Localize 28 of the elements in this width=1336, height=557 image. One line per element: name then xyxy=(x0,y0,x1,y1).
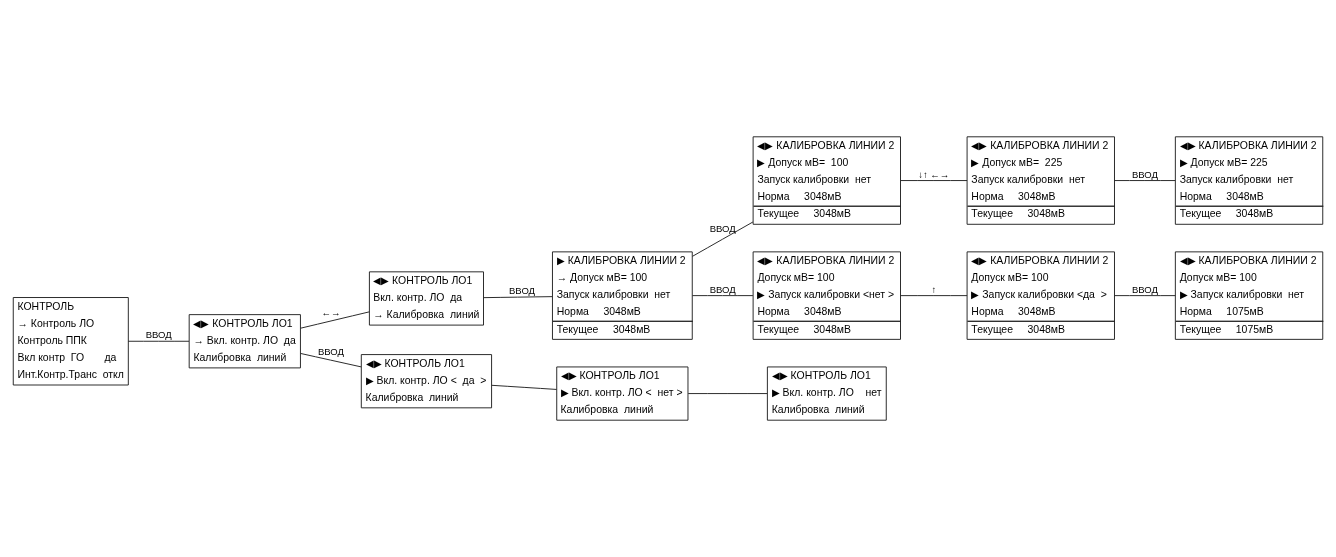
node-box: ◀▶ КОНТРОЛЬ ЛО1 ▶ Вкл. контр. ЛО < да > Калибровка линий xyxy=(360,354,493,409)
edge-label: ВВОД xyxy=(509,284,536,296)
connector xyxy=(1114,180,1176,182)
node-box: ◀▶ КОНТРОЛЬ ЛО1 ▶ Вкл. контр. ЛО нет Калибровка линий xyxy=(766,366,887,421)
edge-label: ВВОД xyxy=(1131,168,1158,180)
connector xyxy=(900,295,968,297)
node-box: ◀▶ КОНТРОЛЬ ЛО1 → Вкл. контр. ЛО да Калибровка линий xyxy=(188,314,301,369)
node-box: ◀▶ КОНТРОЛЬ ЛО1 ▶ Вкл. контр. ЛО < нет > Калибровка линий xyxy=(556,366,689,421)
connector xyxy=(691,221,754,257)
edge-label: ВВОД xyxy=(145,329,172,341)
node-box: ◀▶ КОНТРОЛЬ ЛО1 Вкл. контр. ЛО да → Калибровка линий xyxy=(368,271,484,326)
edge-label: ВВОД xyxy=(709,283,736,295)
edge-label: ↑ xyxy=(931,283,937,295)
connector xyxy=(687,393,768,395)
connector xyxy=(1114,295,1176,297)
edge-label: ВВОД xyxy=(1131,283,1158,295)
node-box: КОНТРОЛЬ → Контроль ЛО Контроль ППК Вкл контр ГО да Инт.Контр.Транс откл xyxy=(12,297,129,386)
connector xyxy=(900,180,968,182)
edge-label: ВВОД xyxy=(317,345,344,357)
edge-label: ВВОД xyxy=(709,222,736,234)
edge-label: ←→ xyxy=(321,306,341,318)
connector xyxy=(300,353,362,368)
connector xyxy=(483,296,553,299)
connector xyxy=(491,384,558,390)
connector xyxy=(691,295,754,297)
connector xyxy=(300,311,370,329)
connector xyxy=(127,340,190,342)
edge-label: ↓↑ ←→ xyxy=(918,168,950,180)
